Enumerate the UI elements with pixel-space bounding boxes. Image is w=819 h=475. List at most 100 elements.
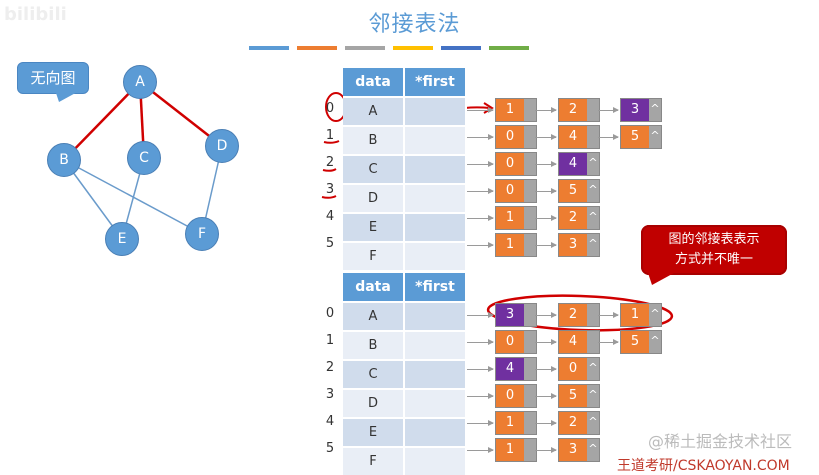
next-pointer bbox=[524, 331, 536, 353]
adjvex-value: 3 bbox=[559, 234, 587, 256]
edge-node: 2^ bbox=[558, 206, 600, 230]
accent-bar bbox=[345, 46, 385, 50]
vertex-data: F bbox=[343, 241, 405, 270]
vertex-data: D bbox=[343, 388, 405, 418]
accent-bar bbox=[393, 46, 433, 50]
vertex-data: B bbox=[343, 330, 405, 360]
next-arrow bbox=[535, 215, 557, 221]
header-data: data bbox=[343, 273, 405, 302]
edge-node: 1 bbox=[495, 206, 537, 230]
adjvex-value: 4 bbox=[559, 331, 587, 353]
row-index: 4 bbox=[325, 209, 335, 224]
adjvex-value: 0 bbox=[496, 180, 524, 202]
next-pointer bbox=[524, 126, 536, 148]
watermark-source: 王道考研/CSKAOYAN.COM bbox=[617, 458, 790, 474]
vertex-data: B bbox=[343, 125, 405, 155]
vertex-data: C bbox=[343, 154, 405, 184]
next-pointer: ^ bbox=[649, 126, 661, 148]
next-arrow bbox=[535, 339, 557, 345]
next-pointer bbox=[524, 234, 536, 256]
edge-node: 4 bbox=[558, 125, 600, 149]
vertex-F: F bbox=[185, 217, 219, 251]
adjvex-value: 3 bbox=[496, 304, 524, 326]
next-pointer: ^ bbox=[587, 180, 599, 202]
vertex-B: B bbox=[47, 143, 81, 177]
edge-node: 1^ bbox=[620, 303, 662, 327]
title-text: 邻接表法 bbox=[368, 12, 461, 37]
table-row: A bbox=[343, 96, 467, 126]
row-index: 3 bbox=[325, 387, 335, 402]
adjvex-value: 0 bbox=[496, 153, 524, 175]
row-index: 2 bbox=[325, 155, 335, 170]
header-data: data bbox=[343, 68, 405, 97]
next-pointer bbox=[524, 99, 536, 121]
vertex-data: A bbox=[343, 96, 405, 126]
next-pointer: ^ bbox=[587, 385, 599, 407]
pointer-arrow bbox=[455, 188, 494, 194]
adjvex-value: 2 bbox=[559, 412, 587, 434]
next-arrow bbox=[535, 420, 557, 426]
next-arrow bbox=[598, 339, 619, 345]
edge-node: 0^ bbox=[558, 357, 600, 381]
header-first: *first bbox=[404, 273, 467, 302]
edge-node: 5^ bbox=[558, 179, 600, 203]
next-pointer: ^ bbox=[649, 304, 661, 326]
edge-node: 4^ bbox=[558, 152, 600, 176]
row-index: 0 bbox=[325, 101, 335, 116]
adjvex-value: 3 bbox=[559, 439, 587, 461]
pointer-arrow bbox=[455, 312, 494, 318]
next-pointer: ^ bbox=[587, 207, 599, 229]
next-arrow bbox=[598, 312, 619, 318]
first-pointer bbox=[404, 330, 467, 360]
first-pointer bbox=[404, 96, 467, 126]
accent-bar bbox=[441, 46, 481, 50]
adjvex-value: 0 bbox=[496, 126, 524, 148]
next-arrow bbox=[535, 366, 557, 372]
row-index: 2 bbox=[325, 360, 335, 375]
table-row: F bbox=[343, 241, 467, 270]
first-pointer bbox=[404, 359, 467, 389]
adjvex-value: 4 bbox=[559, 126, 587, 148]
adjvex-value: 1 bbox=[496, 234, 524, 256]
edge-node: 1 bbox=[495, 411, 537, 435]
next-pointer bbox=[524, 153, 536, 175]
edge-A-B bbox=[63, 81, 141, 161]
next-arrow bbox=[535, 312, 557, 318]
next-pointer bbox=[524, 358, 536, 380]
table-row: D bbox=[343, 388, 467, 418]
next-pointer: ^ bbox=[587, 153, 599, 175]
next-pointer: ^ bbox=[587, 234, 599, 256]
table-row: A bbox=[343, 301, 467, 331]
table-row: E bbox=[343, 212, 467, 242]
adjvex-value: 1 bbox=[496, 439, 524, 461]
edge-node: 1 bbox=[495, 98, 537, 122]
next-pointer bbox=[587, 331, 599, 353]
adjvex-value: 5 bbox=[559, 180, 587, 202]
edge-node: 3^ bbox=[558, 438, 600, 462]
pointer-arrow bbox=[455, 242, 494, 248]
next-pointer bbox=[524, 180, 536, 202]
next-pointer bbox=[524, 385, 536, 407]
vertex-data: D bbox=[343, 183, 405, 213]
table-row: B bbox=[343, 125, 467, 155]
edge-node: 5^ bbox=[558, 384, 600, 408]
vertex-data: C bbox=[343, 359, 405, 389]
first-pointer bbox=[404, 446, 467, 475]
first-pointer bbox=[404, 301, 467, 331]
table-row: C bbox=[343, 359, 467, 389]
next-arrow bbox=[535, 134, 557, 140]
note-callout: 图的邻接表表示 方式并不唯一 bbox=[641, 225, 787, 275]
row-index: 1 bbox=[325, 333, 335, 348]
vertex-data: E bbox=[343, 212, 405, 242]
next-pointer bbox=[524, 412, 536, 434]
adjvex-value: 5 bbox=[621, 331, 649, 353]
next-arrow bbox=[535, 107, 557, 113]
adjvex-value: 1 bbox=[621, 304, 649, 326]
first-pointer bbox=[404, 417, 467, 447]
row-index: 5 bbox=[325, 236, 335, 251]
edge-node: 2^ bbox=[558, 411, 600, 435]
adjvex-value: 5 bbox=[621, 126, 649, 148]
accent-bars bbox=[249, 46, 529, 50]
next-pointer bbox=[587, 99, 599, 121]
